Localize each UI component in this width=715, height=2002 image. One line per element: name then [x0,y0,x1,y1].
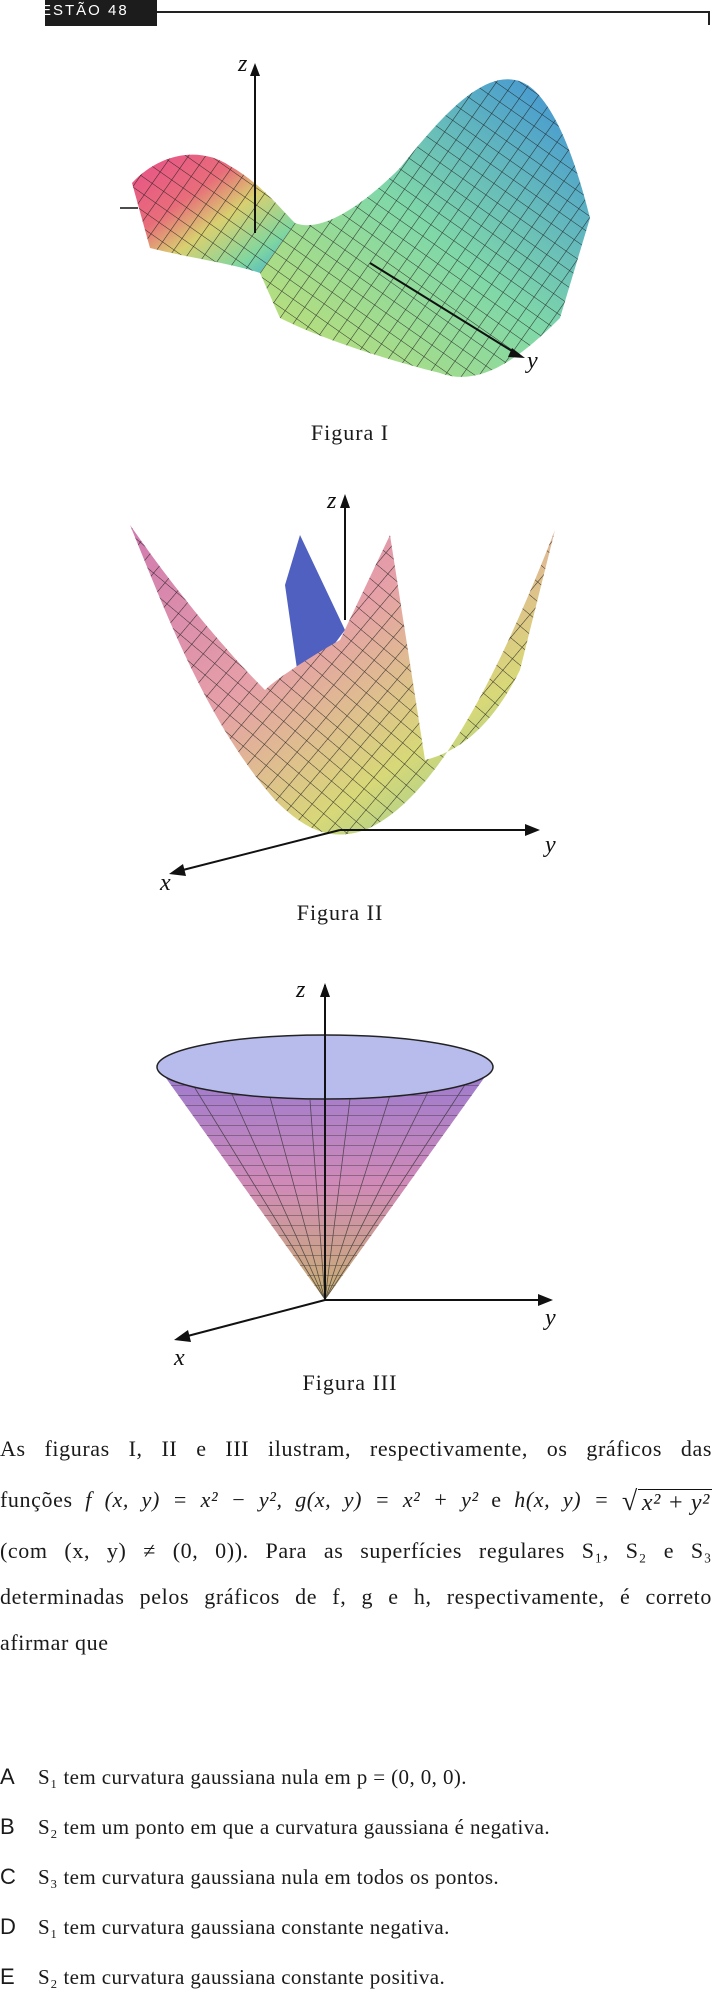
question-statement: As figuras I, II e III ilustram, respect… [0,1426,712,1666]
option-a[interactable]: A S₁ tem curvatura gaussiana nula em p = … [0,1752,712,1802]
figure-2-y-label: y [543,832,556,858]
figure-1-y-label: y [525,348,538,374]
figure-2-paraboloid: z y x [125,490,585,890]
option-d[interactable]: D S₁ tem curvatura gaussiana constante ne… [0,1902,712,1952]
option-letter: B [0,1814,16,1839]
figure-2-x-label: x [159,870,171,890]
option-b[interactable]: B S₂ tem um ponto em que a curvatura gaus… [0,1802,712,1852]
option-letter: C [0,1864,17,1889]
question-line-1: As figuras I, II e III ilustram, respect… [0,1436,712,1461]
figure-2-caption: Figura II [296,900,384,925]
question-line-4: determinadas pelos gráficos de f, g e h,… [0,1584,712,1609]
figure-1-caption: Figura I [310,420,390,445]
question-line-2: funções f (x, y) = x² − y², g(x, y) = x²… [0,1472,712,1528]
option-text: S₁ tem curvatura gaussiana constante neg… [38,1915,450,1939]
function-h-definition: h(x, y) = [514,1487,622,1512]
function-g-definition: g(x, y) = x² + y² [295,1487,492,1512]
option-c[interactable]: C S₃ tem curvatura gaussiana nula em todo… [0,1852,712,1902]
radical-sign-icon: √ [621,1485,638,1517]
figure-1-z-label: z [237,58,248,77]
question-line-3: (com (x, y) ≠ (0, 0)). Para as superfíci… [0,1538,712,1563]
header-rule-tick [708,11,710,25]
conjunction-e: e [491,1487,515,1512]
option-letter: D [0,1914,17,1939]
square-root-expression: √x² + y² [622,1484,712,1520]
figure-1-saddle: z x y [120,58,600,398]
question-line-2-prefix: funções [0,1487,86,1512]
option-text: S₂ tem um ponto em que a curvatura gauss… [38,1815,550,1839]
figure-3-z-label: z [295,977,306,1003]
square-root-radicand: x² + y² [637,1488,712,1516]
figure-3-x-label: x [173,1345,185,1371]
question-number-label: ESTÃO 48 [45,0,157,26]
option-text: S₁ tem curvatura gaussiana nula em p = (… [38,1765,467,1789]
function-f-definition: f (x, y) = x² − y², [85,1487,296,1512]
answer-options: A S₁ tem curvatura gaussiana nula em p = … [0,1752,712,2002]
figure-2-z-label: z [326,490,337,514]
figure-3-caption: Figura III [302,1370,398,1395]
option-e[interactable]: E S₂ tem curvatura gaussiana constante po… [0,1952,712,2002]
question-line-5: afirmar que [0,1630,109,1655]
option-letter: A [0,1764,16,1789]
option-text: S₃ tem curvatura gaussiana nula em todos… [38,1865,500,1889]
option-letter: E [0,1964,16,1989]
figure-3-y-label: y [543,1305,556,1331]
option-text: S₂ tem curvatura gaussiana constante pos… [38,1965,446,1989]
question-header: ESTÃO 48 [0,0,715,30]
figure-3-cone: z y x [150,965,610,1375]
header-rule [157,11,710,13]
